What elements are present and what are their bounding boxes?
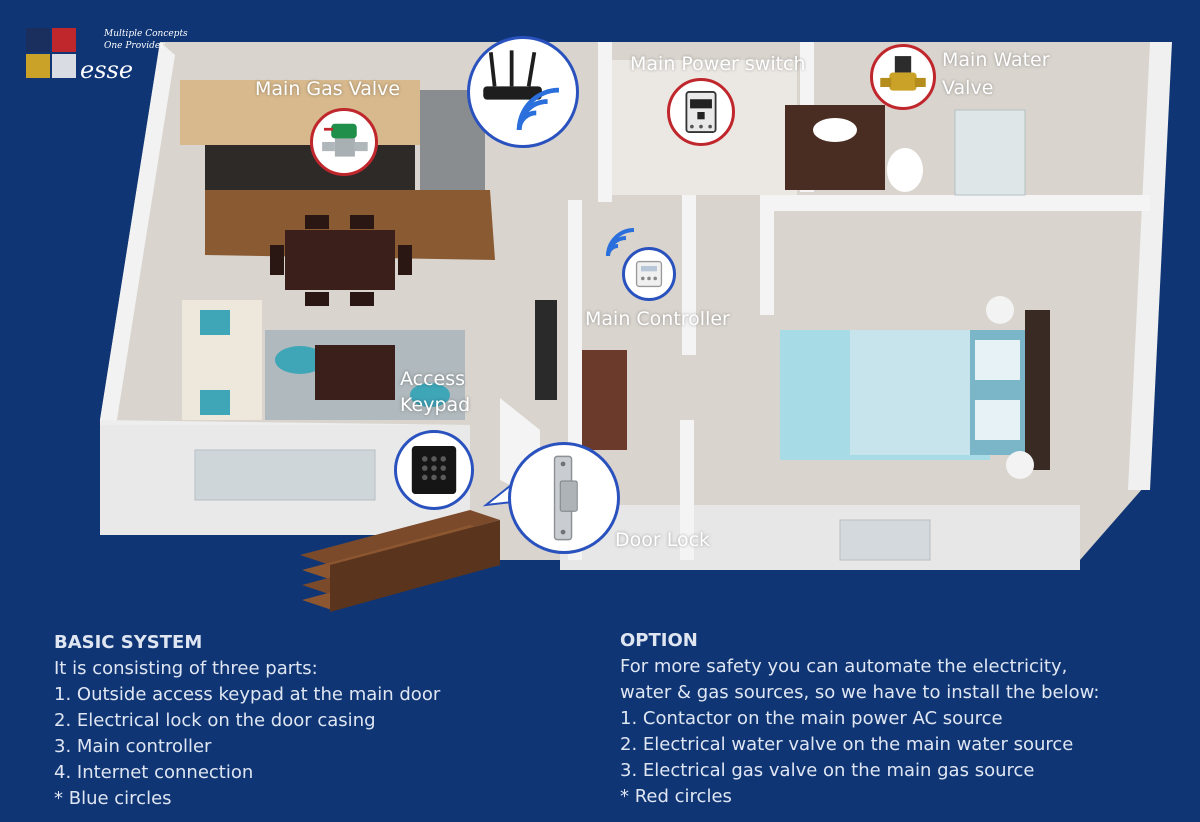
closet [582,350,627,450]
dining-chair-6 [350,292,374,306]
option-line-3: 2. Electrical water valve on the main wa… [620,734,1074,755]
front-window-left [194,449,376,501]
wall-bedroom-lower [680,420,694,560]
controller-wifi-icon [606,228,635,257]
water-valve-label: Main Water Valve [942,46,1050,102]
basic-line-3: 3. Main controller [54,736,212,757]
option-title: OPTION [620,630,698,651]
contactor-icon [685,91,717,133]
sofa-cushion-1 [200,310,230,335]
sofa-cushion-2 [200,390,230,415]
tv-unit [535,300,557,400]
wall-corridor-2 [682,195,696,355]
bed-sheet [850,330,970,455]
option-line-5: * Red circles [620,786,732,807]
keypad-label: Access Keypad [400,366,470,418]
main-controller-label: Main Controller [585,308,730,330]
bath-vanity [785,105,885,190]
router-icon [483,50,560,131]
bath-sink [813,118,857,142]
bed-headboard [1025,310,1050,470]
option-line-4: 3. Electrical gas valve on the main gas … [620,760,1035,781]
basic-system-section: BASIC SYSTEM It is consisting of three p… [54,630,440,812]
bath-shower [954,109,1026,196]
logo-tagline: Multiple Concepts One Provider [104,28,188,52]
wall-bedroom-top [760,195,1150,211]
water-valve-circle [870,44,936,110]
outer-wall-left [100,42,175,432]
basic-line-5: * Blue circles [54,788,172,809]
coffee-table [315,345,395,400]
kitchen-upper-cabinets [180,80,420,145]
controller-icon [635,260,663,288]
esse-logo: Multiple Concepts One Provider esse [26,28,188,88]
gas-valve-circle [310,108,378,176]
basic-line-1: 1. Outside access keypad at the main doo… [54,684,441,705]
basic-system-title: BASIC SYSTEM [54,632,203,653]
rug-pattern-1 [275,346,325,374]
dining-chair-4 [350,215,374,229]
bath-toilet [887,148,923,192]
basic-line-0: It is consisting of three parts: [54,658,318,679]
dining-chair-3 [305,215,329,229]
wall-bedroom-left [760,195,774,315]
option-line-2: 1. Contactor on the main power AC source [620,708,1003,729]
logo-square-grey [52,54,76,78]
front-window-right [839,519,931,561]
gas-valve-label: Main Gas Valve [255,78,401,100]
dining-chair-1 [270,245,284,275]
water-valve-label-line1: Main Water [942,49,1050,71]
wall-utility [598,42,612,202]
water-valve-icon [880,56,926,91]
bed-lamp-1 [986,296,1014,324]
door-strike-icon [553,455,578,541]
logo-wordmark: esse [80,56,134,84]
door-lock-circle [508,442,620,554]
basic-line-2: 2. Electrical lock on the door casing [54,710,376,731]
rug-pattern-2 [410,383,450,407]
keypad-icon [411,445,457,495]
power-switch-label: Main Power switch [630,53,806,75]
dining-chair-5 [305,292,329,306]
logo-tagline-line1: Multiple Concepts [104,29,188,39]
option-section: OPTION For more safety you can automate … [620,628,1099,810]
bed-pillow-2 [975,400,1020,440]
router-circle [467,36,579,148]
option-line-0: For more safety you can automate the ele… [620,656,1068,677]
power-switch-circle [667,78,735,146]
logo-square-navy [26,28,50,52]
logo-square-red [52,28,76,52]
main-controller-circle [622,247,676,301]
keypad-label-line2: Keypad [400,394,471,416]
dining-table [285,230,395,290]
keypad-circle [394,430,474,510]
logo-tagline-line2: One Provider [104,41,165,51]
outer-wall-front-right [560,505,1080,570]
dining-chair-2 [398,245,412,275]
door-lock-label: Door Lock [615,529,711,551]
outer-wall-right [1128,42,1172,490]
water-valve-label-line2: Valve [942,77,994,99]
logo-square-gold [26,54,50,78]
keypad-label-line1: Access [400,368,466,390]
gas-valve-icon [322,123,368,157]
entry-stairs [300,510,500,612]
kitchen-counter [205,145,415,190]
basic-line-4: 4. Internet connection [54,762,254,783]
bed-pillow-1 [975,340,1020,380]
option-line-1: water & gas sources, so we have to insta… [620,682,1100,703]
bed-lamp-2 [1006,451,1034,479]
